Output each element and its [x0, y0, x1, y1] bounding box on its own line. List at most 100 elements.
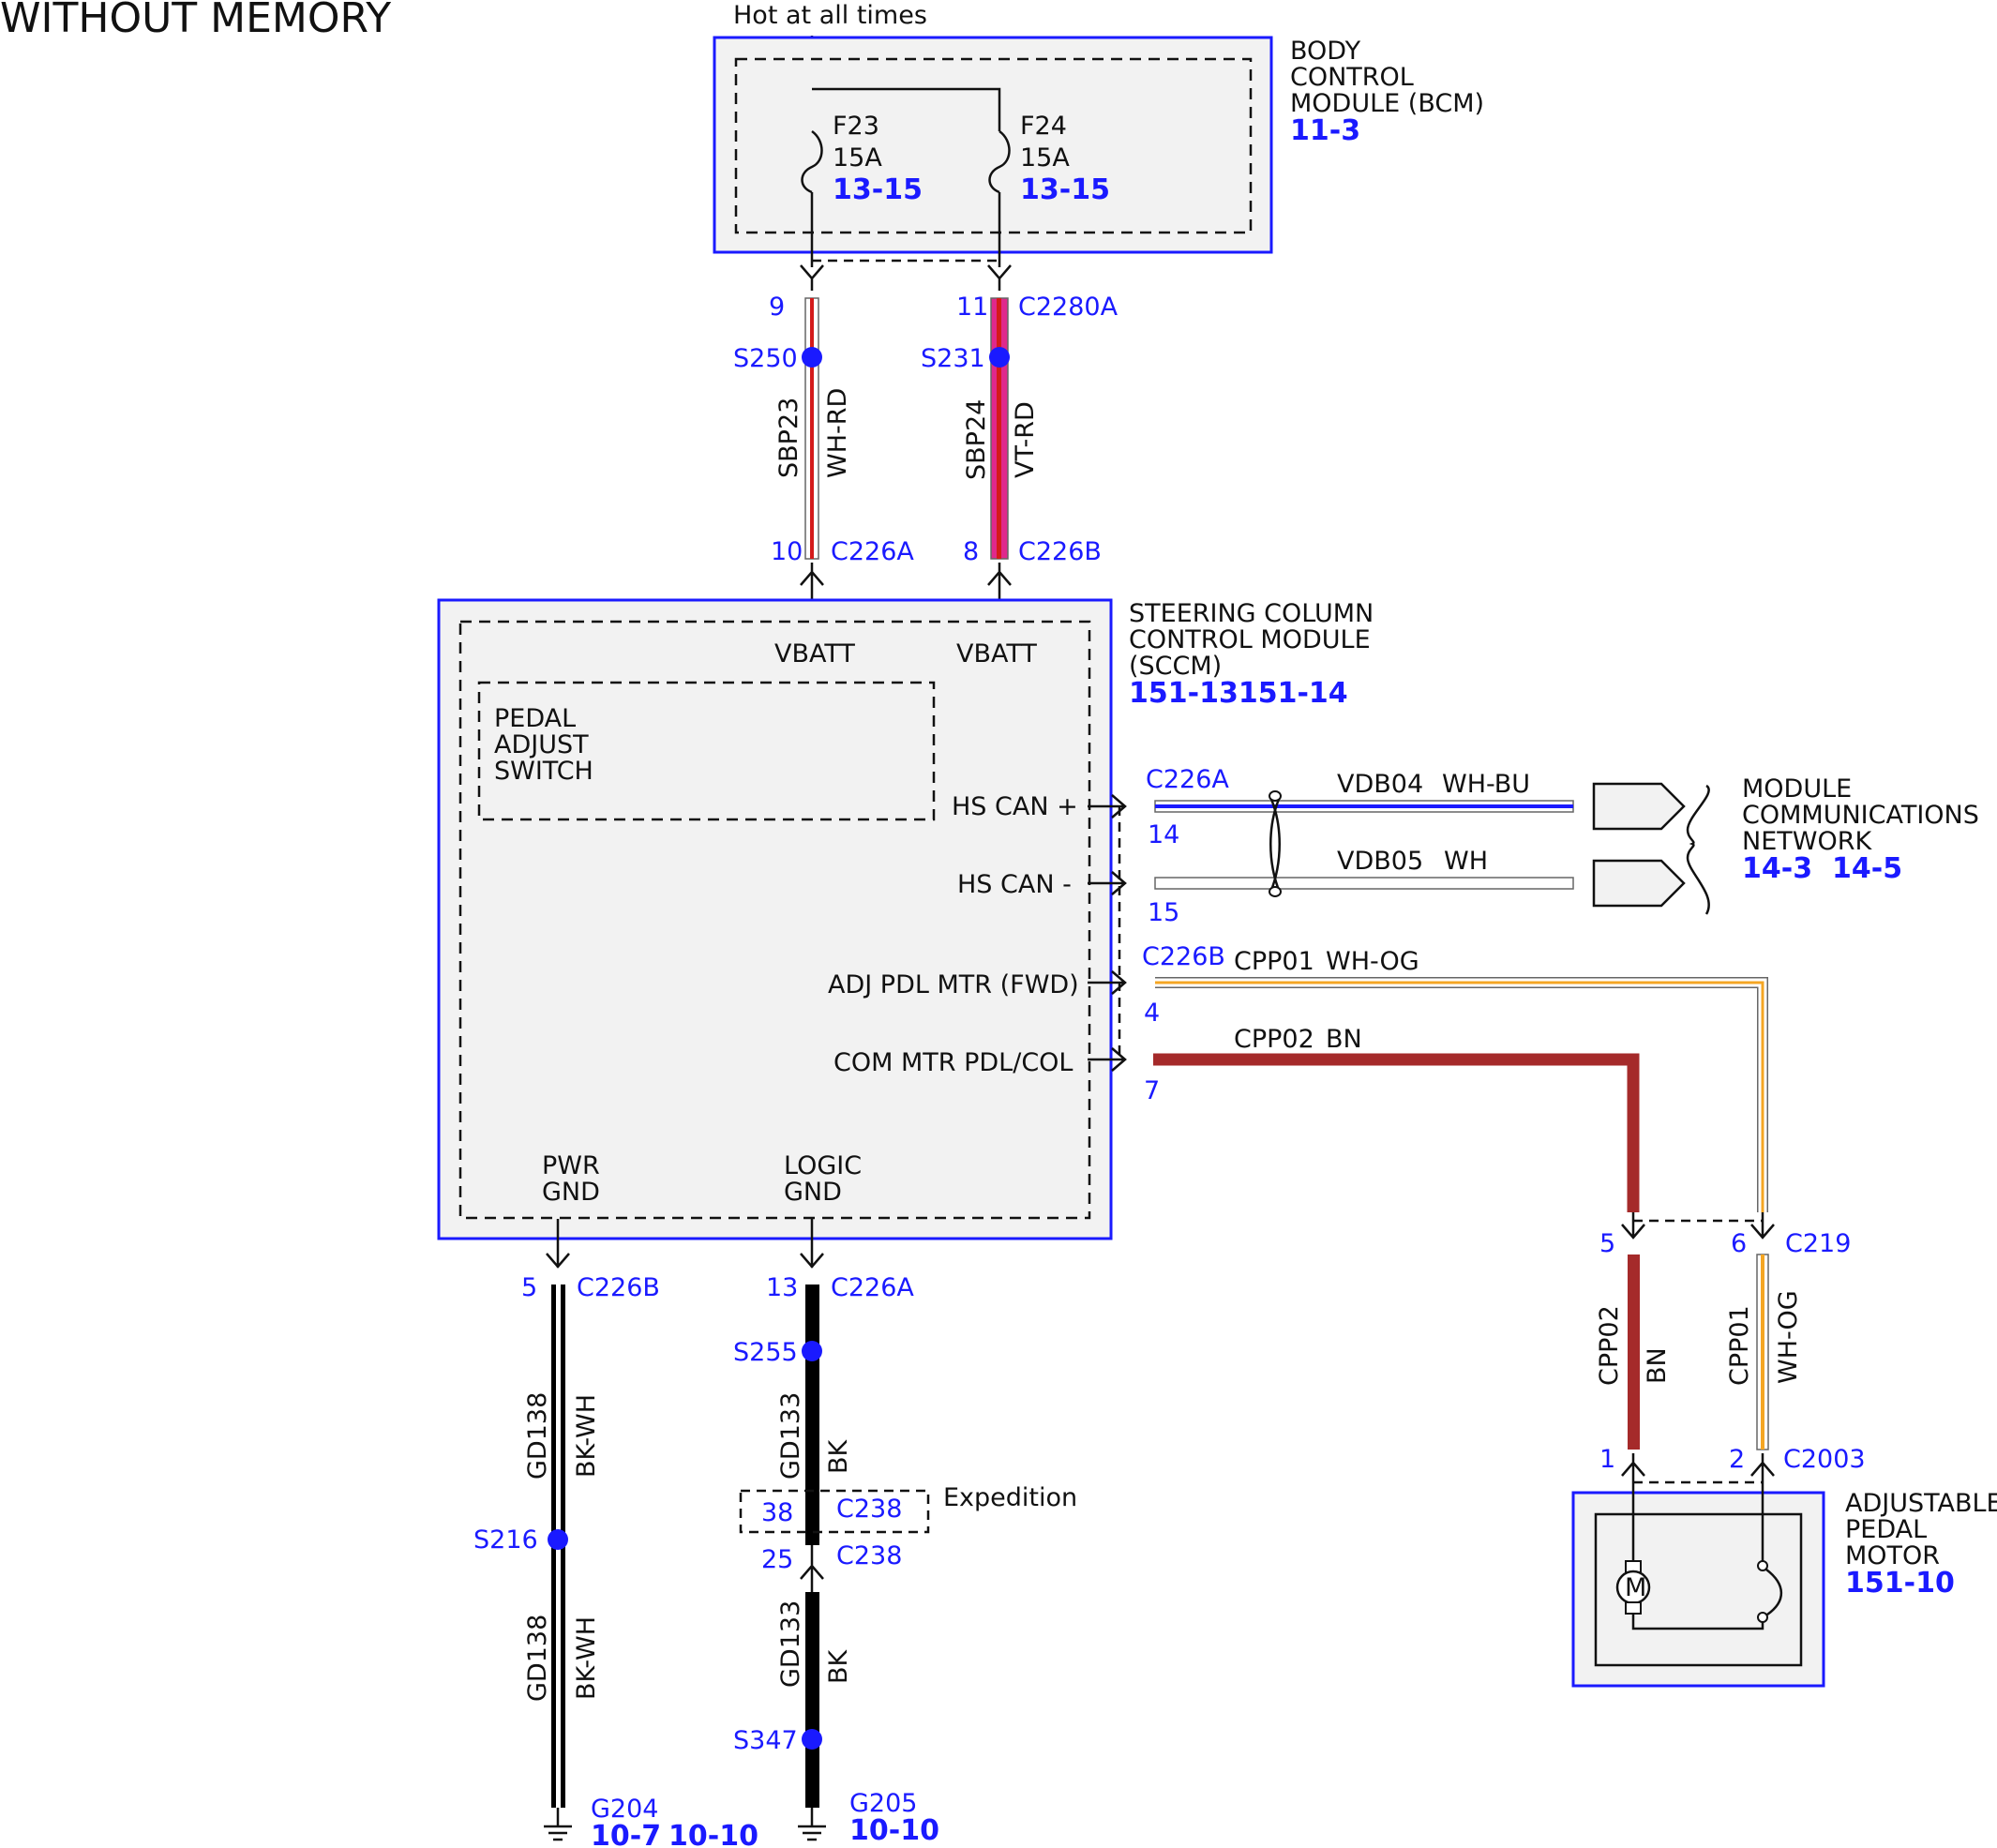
wire-vdb04[interactable] [1154, 800, 1574, 813]
c219-pin-cpp01: 6 [1731, 1229, 1747, 1258]
fuse-f23-ref[interactable]: 13-15 [833, 173, 923, 206]
fuse-f24-icon [988, 129, 1011, 194]
cpp02-h-pin: 7 [1144, 1076, 1160, 1105]
network-ref-1[interactable]: 14-3 [1742, 852, 1812, 885]
c2003-pin-cpp02: 1 [1599, 1445, 1615, 1474]
pedal-motor-ref[interactable]: 151-10 [1845, 1567, 1955, 1600]
c238-note: Expedition [943, 1483, 1077, 1512]
cpp01-v-color-label: WH-OG [1774, 1290, 1803, 1384]
vdb04-circuit-label: VDB04 [1337, 770, 1423, 799]
sccm-pin-logic-gnd-line-2: GND [784, 1178, 842, 1207]
sccm-name-line-3: (SCCM) [1129, 652, 1222, 681]
sccm-name-line-2: CONTROL MODULE [1129, 625, 1371, 654]
wire-gd133-lower[interactable] [805, 1592, 819, 1808]
sccm-pin-com-mtr-pdl-col: COM MTR PDL/COL [833, 1048, 1073, 1077]
bcm-name-line-3: MODULE (BCM) [1290, 89, 1484, 118]
pedal-motor-name-line-2: PEDAL [1845, 1515, 1927, 1544]
ground-g204-ref-2[interactable]: 10-10 [668, 1820, 758, 1848]
vdb05-pin: 15 [1148, 898, 1179, 927]
bcm-ref[interactable]: 11-3 [1290, 114, 1360, 147]
splice-s250-label: S250 [733, 344, 798, 373]
gd133-circuit-label-1: GD133 [776, 1392, 805, 1480]
pedal-adjust-switch-line-3: SWITCH [494, 757, 593, 786]
wire-vdb05[interactable] [1154, 877, 1574, 890]
power-source-label: Hot at all times [733, 1, 927, 30]
splice-s216[interactable] [548, 1529, 568, 1550]
gd133-conn: C226A [831, 1273, 914, 1302]
vdb04-conn: C226A [1146, 765, 1229, 794]
cpp01-h-pin: 4 [1144, 999, 1160, 1028]
wire-gd133-upper[interactable] [805, 1285, 819, 1545]
c219-conn: C219 [1785, 1229, 1851, 1258]
wire-sbp24[interactable] [990, 297, 1009, 560]
cpp01-v-circuit-label: CPP01 [1725, 1305, 1754, 1386]
sccm-pin-adj-pdl-mtr-fwd: ADJ PDL MTR (FWD) [828, 970, 1079, 999]
network-brace-icon [1686, 784, 1710, 915]
c219-pin-cpp02: 5 [1599, 1229, 1615, 1258]
network-name-line-2: COMMUNICATIONS [1742, 801, 1979, 830]
gd138-pin: 5 [521, 1273, 537, 1302]
gd138-circuit-label-2: GD138 [523, 1615, 552, 1702]
wire-cpp01-vertical[interactable] [1756, 1254, 1769, 1450]
vdb04-pin: 14 [1148, 820, 1179, 849]
network-ref-2[interactable]: 14-5 [1832, 852, 1902, 885]
vdb04-color-label: WH-BU [1442, 770, 1530, 799]
sccm-ref[interactable]: 151-13151-14 [1129, 677, 1348, 710]
splice-s231[interactable] [989, 347, 1010, 368]
c238-conn-bottom: C238 [836, 1541, 902, 1570]
sccm-pin-pwr-gnd-line-2: GND [542, 1178, 600, 1207]
c2003-conn: C2003 [1783, 1445, 1866, 1474]
c2003-pin-cpp01: 2 [1729, 1445, 1745, 1474]
cpp01-h-circuit-label: CPP01 [1234, 947, 1314, 976]
ground-g204-icon [544, 1808, 572, 1841]
pedal-motor-name-line-1: ADJUSTABLE [1845, 1489, 1997, 1518]
network-connector-icon [1592, 859, 1686, 908]
sccm-pin-hs-can-minus: HS CAN - [957, 870, 1072, 899]
sbp24-conn-top: C2280A [1018, 293, 1119, 322]
ground-g205-id: G205 [849, 1789, 917, 1818]
sccm-pin-logic-gnd-line-1: LOGIC [784, 1151, 862, 1180]
sbp24-pin-bottom: 8 [963, 537, 979, 566]
twisted-pair-icon [1269, 790, 1282, 897]
sbp23-circuit-label: SBP23 [774, 398, 803, 478]
sccm-name-line-1: STEERING COLUMN [1129, 599, 1374, 628]
vdb05-circuit-label: VDB05 [1337, 847, 1423, 876]
adjustable-pedal-motor: M [1571, 1491, 1825, 1688]
wire-cpp01[interactable] [1155, 977, 1768, 1212]
gd133-circuit-label-2: GD133 [776, 1600, 805, 1688]
c238-pin-bottom: 25 [761, 1545, 793, 1574]
cpp02-v-color-label: BN [1643, 1347, 1672, 1384]
gd133-pin: 13 [766, 1273, 798, 1302]
splice-s255[interactable] [802, 1341, 822, 1361]
splice-s347[interactable] [802, 1729, 822, 1750]
sccm-pin-vbatt-2: VBATT [956, 639, 1037, 669]
cpp02-v-circuit-label: CPP02 [1595, 1305, 1624, 1386]
fuse-f23-rating: 15A [833, 143, 882, 173]
sccm-pin-vbatt-1: VBATT [774, 639, 855, 669]
sbp23-pin-bottom: 10 [771, 537, 803, 566]
pedal-motor-name-line-3: MOTOR [1845, 1541, 1940, 1570]
network-name-line-1: MODULE [1742, 774, 1852, 804]
pedal-adjust-switch-line-1: PEDAL [494, 704, 576, 733]
steering-column-control-module [437, 598, 1113, 1240]
sbp23-conn-bottom: C226A [831, 537, 914, 566]
cpp02-h-color-label: BN [1326, 1025, 1362, 1054]
wire-cpp02[interactable] [1153, 1053, 1640, 1212]
splice-s250[interactable] [802, 347, 822, 368]
cpp01-h-conn: C226B [1142, 942, 1225, 971]
ground-g204-id: G204 [591, 1795, 658, 1824]
network-name-line-3: NETWORK [1742, 827, 1872, 856]
sbp23-color-label: WH-RD [823, 388, 852, 478]
wire-sbp23[interactable] [804, 297, 819, 560]
sccm-pin-hs-can-plus: HS CAN + [952, 792, 1078, 821]
sccm-pin-pwr-gnd-line-1: PWR [542, 1151, 600, 1180]
ground-g204-ref-1[interactable]: 10-7 [591, 1820, 661, 1848]
wire-cpp02-vertical[interactable] [1628, 1255, 1640, 1450]
ground-g205-icon [798, 1808, 826, 1841]
ground-g205-ref[interactable]: 10-10 [849, 1814, 939, 1847]
gd138-conn: C226B [577, 1273, 660, 1302]
fuse-f24-ref[interactable]: 13-15 [1020, 173, 1110, 206]
sbp24-pin-top: 11 [956, 293, 988, 322]
cpp02-h-circuit-label: CPP02 [1234, 1025, 1314, 1054]
